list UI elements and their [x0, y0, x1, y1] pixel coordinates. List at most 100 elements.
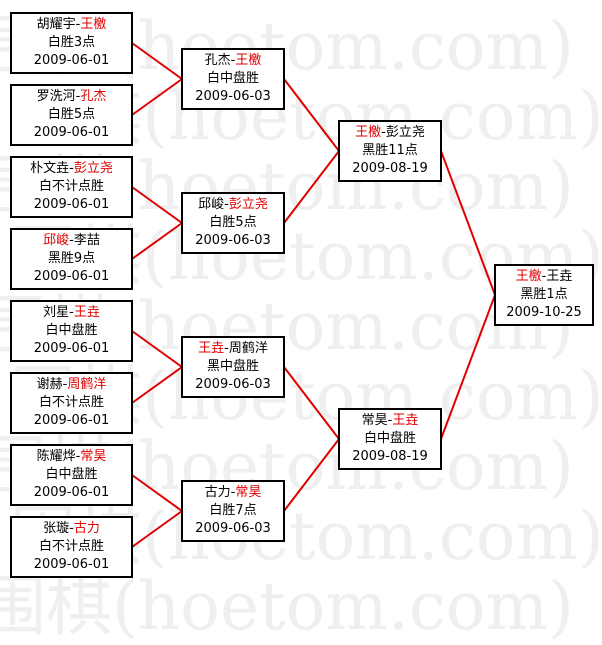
match-players: 朴文垚-彭立尧	[30, 160, 113, 178]
player-white: 周鹤洋	[228, 341, 268, 356]
bracket-connector	[131, 186, 183, 224]
bracket-connector	[440, 150, 496, 296]
bracket-connector	[283, 438, 340, 512]
bracket-connector	[131, 78, 183, 116]
separator: -	[75, 17, 81, 32]
player-black: 孔杰	[204, 53, 231, 68]
match-date: 2009-06-03	[195, 233, 271, 248]
match-date: 2009-06-01	[33, 197, 110, 212]
player-white: 周鹤洋	[67, 377, 107, 392]
match-players: 古力-常昊	[205, 484, 262, 502]
separator: -	[75, 449, 81, 464]
player-white: 彭立尧	[228, 197, 268, 212]
match-box-round4-1: 王檄-王垚黑胜1点 2009-10-25	[494, 264, 594, 326]
player-black: 王垚	[198, 341, 225, 356]
match-result: 白不计点胜	[38, 395, 104, 410]
bracket-connector	[131, 222, 183, 260]
player-white: 孔杰	[80, 89, 107, 104]
separator: -	[230, 53, 236, 68]
match-players: 邱峻-李喆	[43, 232, 100, 250]
separator: -	[62, 377, 68, 392]
player-white: 彭立尧	[73, 161, 113, 176]
player-white: 常昊	[235, 485, 262, 500]
bracket-connector	[131, 42, 183, 80]
match-result: 白胜7点	[209, 503, 257, 518]
match-players: 刘星-王垚	[43, 304, 100, 322]
player-black: 王檄	[515, 269, 542, 284]
separator: -	[224, 341, 229, 356]
match-players: 孔杰-王檄	[205, 52, 262, 70]
bracket-connector	[131, 474, 183, 512]
player-black: 古力	[204, 485, 231, 500]
player-white: 王垚	[73, 305, 100, 320]
match-result: 白中盘胜	[206, 71, 259, 86]
match-players: 罗洗河-孔杰	[37, 88, 107, 106]
separator: -	[75, 89, 81, 104]
match-players: 胡耀宇-王檄	[37, 16, 107, 34]
match-date: 2009-06-01	[33, 557, 110, 572]
player-white: 彭立尧	[385, 125, 425, 140]
match-players: 陈耀烨-常昊	[37, 448, 107, 466]
player-black: 陈耀烨	[36, 449, 76, 464]
player-white: 古力	[73, 521, 100, 536]
match-date: 2009-06-01	[33, 413, 110, 428]
match-date: 2009-06-03	[195, 521, 271, 536]
separator: -	[69, 233, 74, 248]
player-black: 刘星	[43, 305, 70, 320]
separator: -	[381, 125, 386, 140]
separator: -	[69, 305, 74, 320]
player-white: 常昊	[80, 449, 107, 464]
match-result: 白中盘胜	[363, 431, 416, 446]
match-result: 白不计点胜	[38, 179, 104, 194]
player-black: 邱峻	[198, 197, 225, 212]
match-players: 谢赫-周鹤洋	[37, 376, 107, 394]
match-players: 王檄-王垚	[516, 268, 573, 286]
match-players: 张璇-古力	[43, 520, 100, 538]
match-players: 王檄-彭立尧	[355, 124, 425, 142]
match-date: 2009-06-01	[33, 269, 110, 284]
player-white: 王檄	[80, 17, 107, 32]
separator: -	[69, 521, 74, 536]
match-players: 常昊-王垚	[362, 412, 419, 430]
match-result: 白胜5点	[209, 215, 257, 230]
separator: -	[69, 161, 74, 176]
player-black: 张璇	[43, 521, 70, 536]
match-date: 2009-06-01	[33, 341, 110, 356]
separator: -	[387, 413, 393, 428]
bracket-connector	[283, 150, 340, 224]
match-date: 2009-06-01	[33, 53, 110, 68]
match-date: 2009-06-03	[195, 89, 271, 104]
bracket-connector	[131, 366, 183, 404]
match-result: 黑胜11点	[362, 143, 418, 158]
match-result: 白中盘胜	[45, 323, 98, 338]
match-date: 2009-10-25	[506, 305, 582, 320]
bracket-connector	[283, 78, 340, 152]
player-black: 罗洗河	[36, 89, 76, 104]
match-result: 白不计点胜	[38, 539, 104, 554]
player-black: 王檄	[355, 125, 382, 140]
match-result: 黑胜1点	[520, 287, 568, 302]
player-black: 谢赫	[36, 377, 63, 392]
player-white: 王檄	[235, 53, 262, 68]
separator: -	[230, 485, 236, 500]
player-black: 邱峻	[43, 233, 70, 248]
match-date: 2009-08-19	[352, 449, 428, 464]
player-black: 朴文垚	[30, 161, 70, 176]
match-box-round3-2: 常昊-王垚白中盘胜 2009-08-19	[338, 408, 442, 470]
player-black: 常昊	[361, 413, 388, 428]
separator: -	[541, 269, 547, 284]
match-date: 2009-08-19	[352, 161, 428, 176]
bracket-lines	[131, 42, 496, 548]
